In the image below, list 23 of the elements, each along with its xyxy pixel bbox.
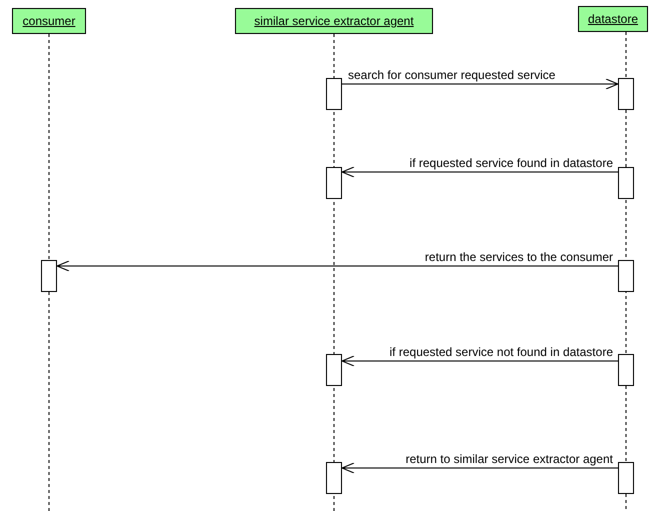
message-label: search for consumer requested service — [347, 69, 556, 82]
activation-bar — [618, 354, 634, 386]
message-arrow — [342, 356, 618, 366]
activation-bar — [326, 462, 342, 494]
activation-bar — [326, 167, 342, 199]
lifeline-header: similar service extractor agent — [235, 8, 433, 34]
message-arrow — [342, 166, 618, 178]
message-label: return to similar service extractor agent — [404, 453, 614, 466]
message-label: if requested service not found in datastore — [388, 346, 614, 359]
message-label: if requested service found in datastore — [408, 157, 614, 170]
activation-bar — [618, 167, 634, 199]
lifeline-header: consumer — [12, 8, 86, 34]
message-arrow — [56, 260, 618, 272]
activation-bar — [41, 260, 57, 292]
message-label: return the services to the consumer — [424, 251, 614, 264]
activation-bar — [618, 462, 634, 494]
activation-bar — [618, 260, 634, 292]
message-arrow — [342, 78, 618, 90]
activation-bar — [618, 78, 634, 110]
lifeline-header: datastore — [578, 6, 648, 32]
activation-bar — [326, 354, 342, 386]
activation-bar — [326, 78, 342, 110]
message-arrow — [342, 462, 618, 474]
